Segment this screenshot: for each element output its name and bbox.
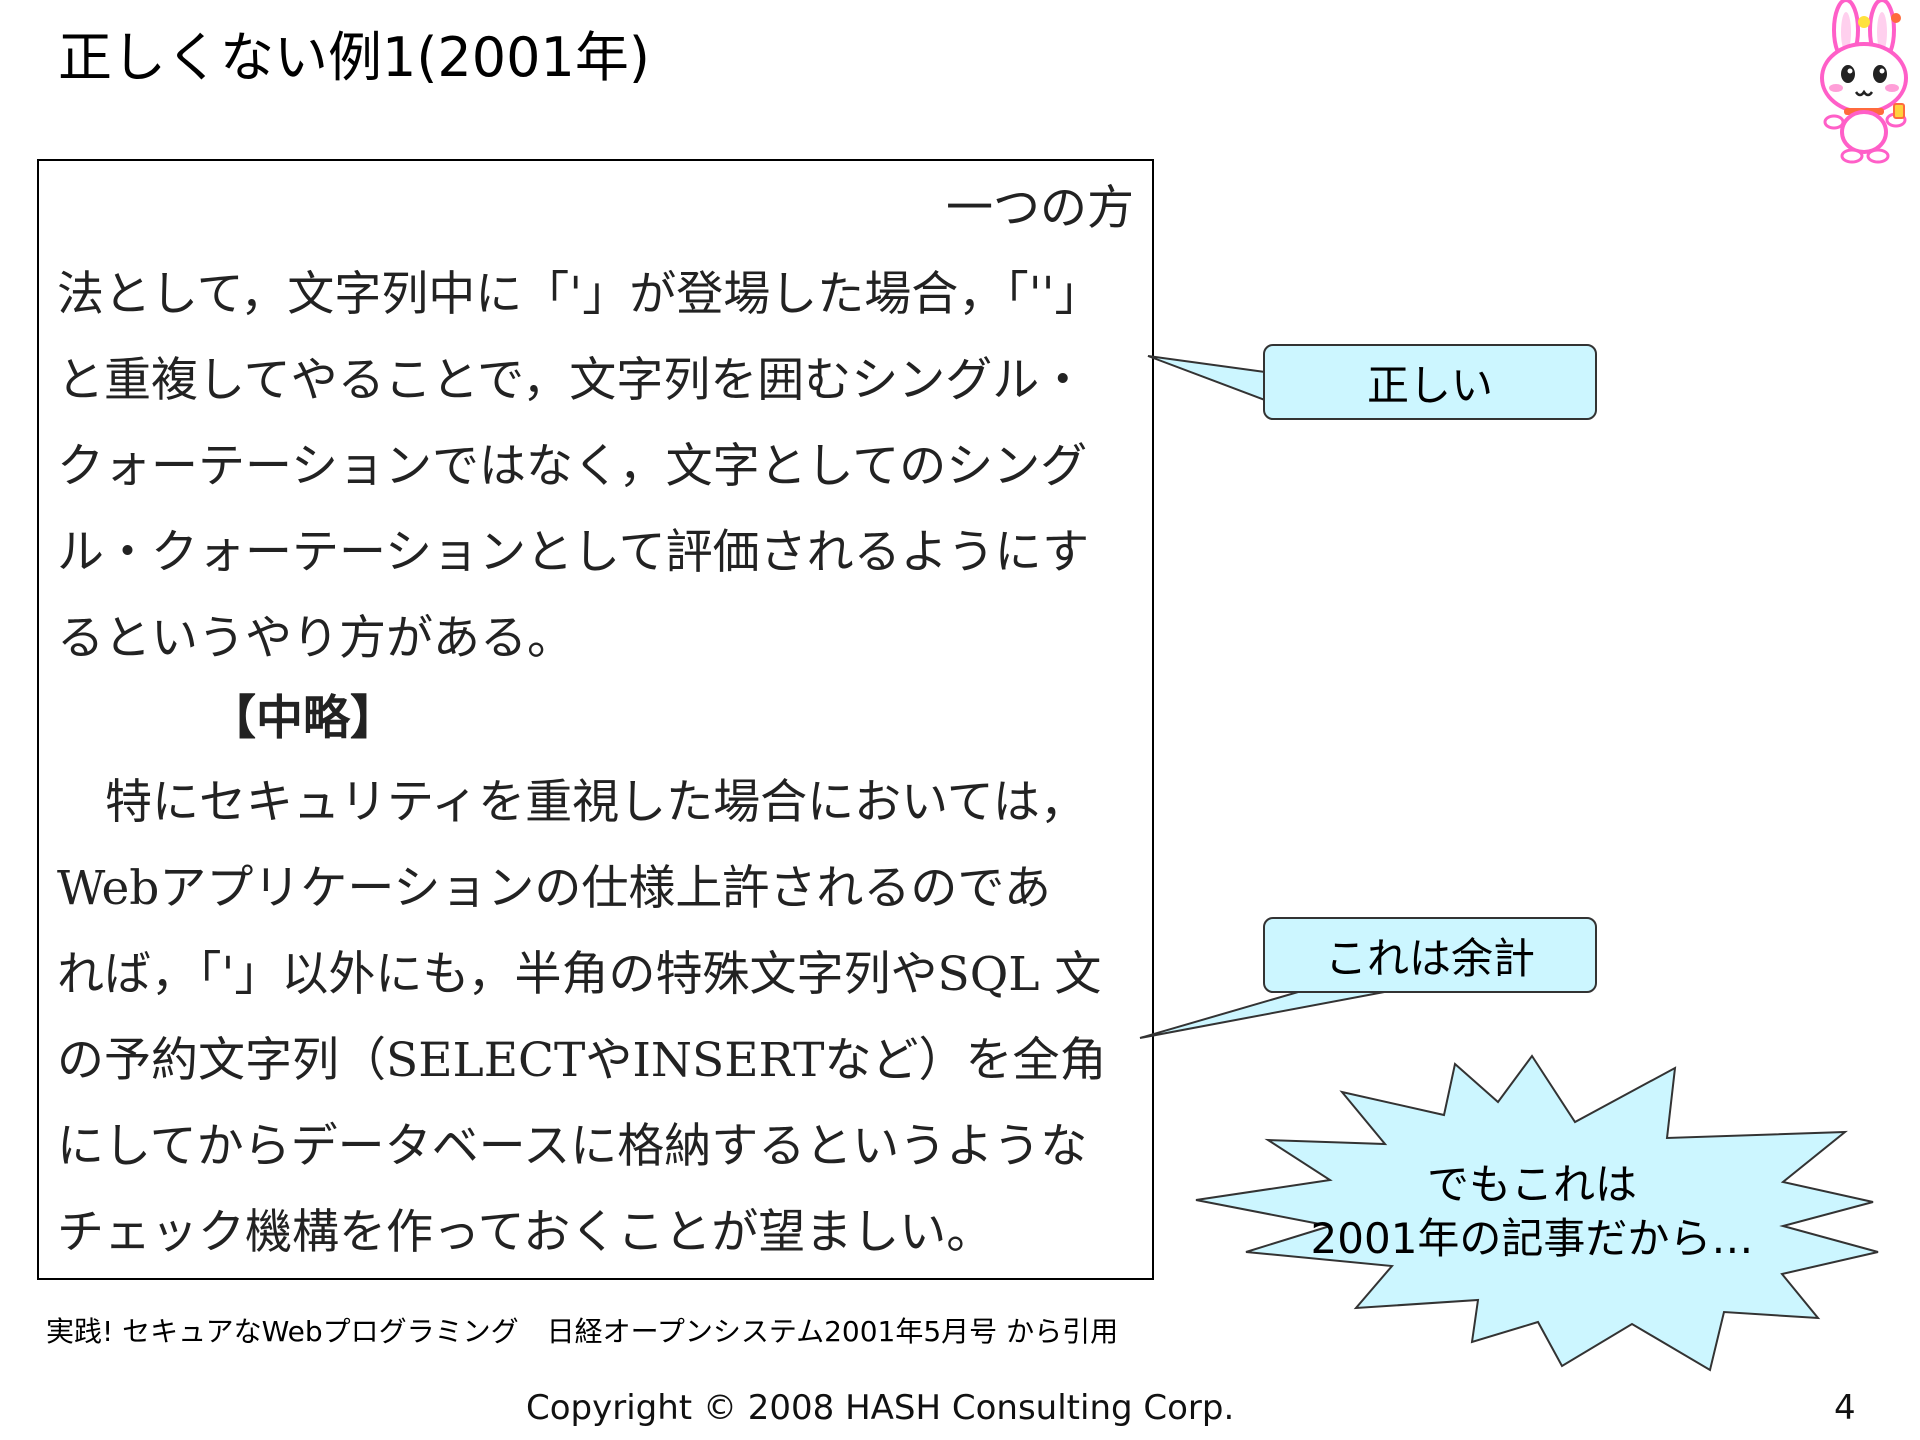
starburst-text: でもこれは 2001年の記事だから… [1232, 1158, 1832, 1266]
quote-line: ル・クォーテーションとして評価されるようにす [57, 525, 1090, 580]
source-citation: 実践! セキュアなWebプログラミング 日経オープンシステム2001年5月号 か… [46, 1315, 1119, 1348]
quote-line: 一つの方 [946, 181, 1134, 236]
quote-line: 特にセキュリティを重視した場合においては， [105, 775, 1087, 830]
unnecessary-callout: これは余計 [1263, 917, 1597, 993]
page-number: 4 [1834, 1388, 1856, 1428]
excess-callout-pointer [1139, 989, 1396, 1039]
starburst-shape [1195, 1054, 1879, 1372]
slide-title: 正しくない例1(2001年) [58, 26, 650, 89]
quoted-article-excerpt: 一つの方 法として，文字列中に「'」が登場した場合，「''」 と重複してやること… [37, 159, 1154, 1280]
correct-callout: 正しい [1263, 344, 1597, 420]
quote-line: 法として，文字列中に「'」が登場した場合，「''」 [57, 267, 1102, 322]
quote-line: の予約文字列（SELECTやINSERTなど）を全角 [57, 1033, 1107, 1088]
quote-line: チェック機構を作っておくことが望ましい。 [57, 1205, 994, 1260]
starburst-line-2: 2001年の記事だから… [1310, 1214, 1754, 1263]
copyright-footer: Copyright © 2008 HASH Consulting Corp. [526, 1388, 1235, 1428]
correct-callout-pointer [1147, 355, 1266, 402]
starburst-line-1: でもこれは [1426, 1160, 1637, 1209]
quote-line: と重複してやることで，文字列を囲むシングル・ [57, 353, 1087, 408]
quote-line: れば，「'」以外にも，半角の特殊文字列やSQL 文 [57, 947, 1102, 1002]
quote-line: にしてからデータベースに格納するというような [57, 1119, 1088, 1174]
quote-line: るというやり方がある。 [57, 611, 574, 666]
quote-line: Webアプリケーションの仕様上許されるのであ [57, 861, 1051, 916]
rabbit-mascot-icon [1820, 0, 1908, 164]
quote-line: クォーテーションではなく，文字としてのシング [57, 439, 1088, 494]
quote-section-marker: 【中略】 [209, 691, 397, 746]
